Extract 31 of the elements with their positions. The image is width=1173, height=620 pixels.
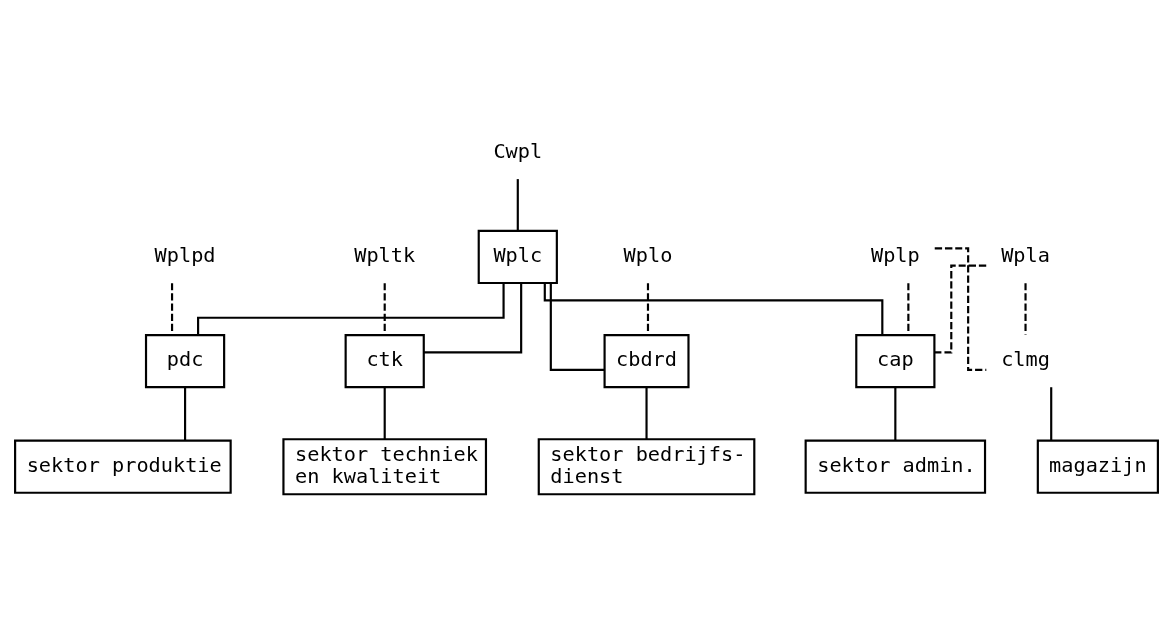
node-box: magazijn [1036, 439, 1159, 494]
node-text: Wplp [870, 242, 920, 267]
node-box: sektor produktie [14, 439, 232, 494]
connector [383, 386, 386, 439]
connector [383, 282, 386, 334]
connector [907, 282, 910, 334]
node-box: ctk [344, 333, 425, 388]
node-box: Wplc [477, 229, 558, 284]
connector [423, 282, 523, 354]
connector [516, 178, 519, 230]
node-box: cbdrd [603, 333, 690, 388]
node-box: pdc [144, 333, 226, 388]
connector [1024, 282, 1027, 334]
node-box: cap [855, 333, 936, 388]
connector [543, 282, 884, 335]
node-text: Wplpd [154, 242, 216, 267]
node-text: Cwpl [493, 138, 543, 163]
node-text: Wpltk [354, 242, 416, 267]
node-text: clmg [1001, 346, 1050, 371]
connector [645, 386, 648, 439]
connector [1050, 386, 1053, 441]
connector [894, 386, 897, 441]
node-text: Wpla [1001, 242, 1050, 267]
connector [170, 282, 174, 334]
node-box: sektor techniek en kwaliteit [282, 437, 488, 495]
connector [184, 386, 187, 441]
node-box: sektor bedrijfs- dienst [537, 437, 756, 495]
node-box: sektor admin. [804, 439, 987, 494]
connector [646, 282, 650, 334]
node-text: Wplo [623, 242, 673, 267]
connector [549, 282, 605, 371]
